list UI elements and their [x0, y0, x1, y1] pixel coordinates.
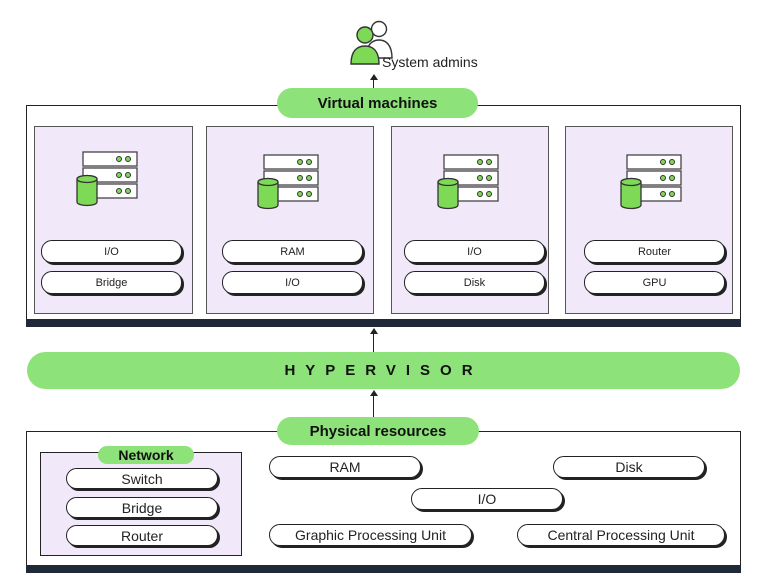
arrowhead: [369, 328, 378, 334]
vm-component-chip: RAM: [222, 240, 363, 263]
vm-component-chip: I/O: [41, 240, 182, 263]
network-item-chip: Switch: [66, 468, 218, 489]
vm-component-chip: Bridge: [41, 271, 182, 294]
server-database-icon: [254, 153, 320, 215]
server-database-icon: [73, 150, 139, 212]
resource-chip-io: I/O: [411, 488, 563, 510]
physical-resources-base-bar: [26, 565, 741, 573]
network-title: Network: [98, 446, 194, 464]
server-database-icon: [434, 153, 500, 215]
hypervisor-bar: HYPERVISOR: [27, 352, 740, 389]
resource-chip-gpu: Graphic Processing Unit: [269, 524, 472, 546]
arrowhead: [369, 74, 378, 80]
connector-line: [373, 80, 374, 90]
vm-component-chip: GPU: [584, 271, 725, 294]
resource-chip-cpu: Central Processing Unit: [517, 524, 725, 546]
vm-component-chip: I/O: [404, 240, 545, 263]
resource-chip-ram: RAM: [269, 456, 421, 478]
vm-component-chip: Disk: [404, 271, 545, 294]
system-admins-label: System admins: [382, 54, 478, 70]
arrowhead: [369, 390, 378, 396]
vm-component-chip: I/O: [222, 271, 363, 294]
connector-line: [373, 396, 374, 418]
users-icon: [346, 18, 398, 66]
vm-component-chip: Router: [584, 240, 725, 263]
server-database-icon: [617, 153, 683, 215]
network-item-chip: Bridge: [66, 497, 218, 518]
network-item-chip: Router: [66, 525, 218, 546]
connector-line: [373, 333, 374, 352]
virtual-machines-title: Virtual machines: [277, 88, 478, 118]
virtual-machines-base-bar: [26, 319, 741, 327]
resource-chip-disk: Disk: [553, 456, 705, 478]
physical-resources-title: Physical resources: [277, 417, 479, 445]
